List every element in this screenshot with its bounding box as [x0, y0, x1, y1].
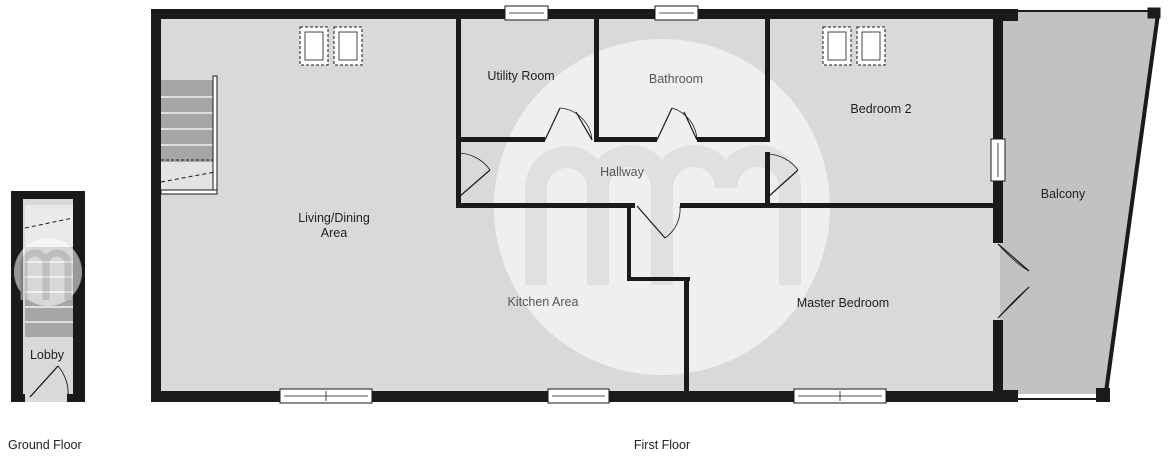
watermark-logo	[494, 39, 830, 375]
skylight-inner-icon	[304, 31, 881, 61]
bottom-window-panes	[284, 391, 882, 401]
first-floor-title: First Floor	[634, 438, 690, 452]
master-door-icon	[636, 205, 681, 239]
master-bedroom-label: Master Bedroom	[797, 296, 889, 310]
kitchen-label: Kitchen Area	[508, 295, 579, 309]
living-label-1: Living/Dining	[298, 211, 370, 225]
utility-door-icon	[544, 107, 593, 141]
living-label-2: Area	[321, 226, 347, 240]
bathroom-door-icon	[656, 107, 698, 141]
balcony-railing	[1018, 7, 1161, 400]
stair-cut-line-2	[160, 171, 216, 183]
stair-cut-line	[24, 217, 74, 229]
kitchen-door-icon	[458, 152, 491, 198]
stair-rail-bottom	[160, 189, 218, 195]
balcony-area	[1000, 10, 1160, 394]
balcony-door-icon	[997, 243, 1030, 319]
bedroom2-label: Bedroom 2	[850, 102, 911, 116]
first-floor-plan	[151, 5, 1161, 404]
balcony-label: Balcony	[1041, 187, 1086, 201]
doors	[458, 107, 1030, 319]
ground-floor-title: Ground Floor	[8, 438, 82, 452]
watermark-logo-small	[14, 238, 82, 306]
bedroom2-door-icon	[767, 153, 799, 198]
internal-walls	[456, 19, 998, 392]
bathroom-label: Bathroom	[649, 72, 703, 86]
stair-top	[161, 162, 215, 192]
lobby-door-icon	[29, 365, 69, 398]
hallway-label: Hallway	[600, 165, 645, 179]
ground-floor-plan	[11, 191, 85, 402]
lobby-label: Lobby	[30, 348, 65, 362]
living-stairs	[161, 80, 215, 162]
stair-rail	[212, 75, 218, 195]
lobby-walls	[11, 191, 85, 402]
utility-room-label: Utility Room	[487, 69, 554, 83]
living-stair-treads	[161, 96, 215, 146]
